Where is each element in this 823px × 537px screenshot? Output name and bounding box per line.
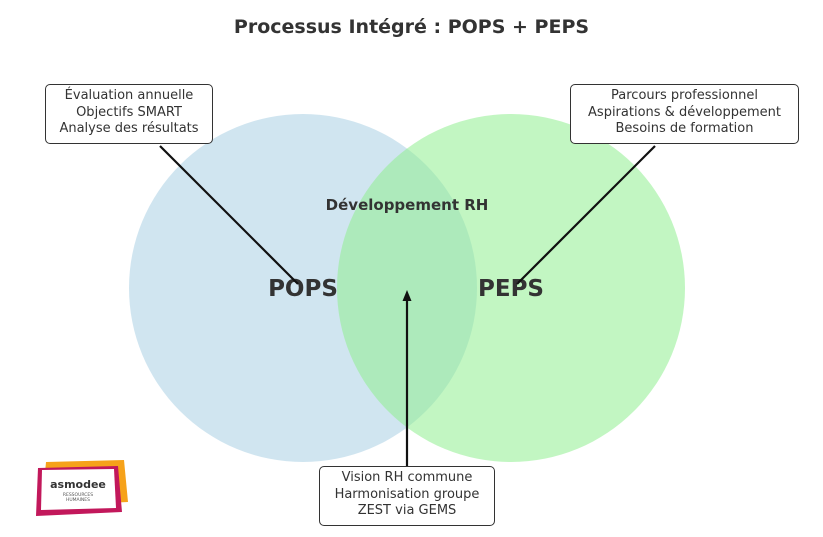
pops-label: POPS (268, 276, 338, 302)
pops-note-line: Objectifs SMART (76, 104, 182, 120)
common-note-line: ZEST via GEMS (357, 503, 457, 518)
logo-frame-front (41, 469, 116, 510)
asmodee-logo: asmodee RESSOURCES HUMAINES (36, 460, 128, 516)
logo-subtitle-1: RESSOURCES (63, 492, 93, 498)
pops-connector (159, 145, 299, 285)
peps-note-line: Besoins de formation (615, 121, 754, 136)
common-note-line: Harmonisation groupe (334, 486, 480, 502)
pops-note-line: Analyse des résultats (59, 121, 199, 136)
pops-note-line: Évaluation annuelle (64, 88, 194, 103)
pops-annotation-box: Évaluation annuelle Objectifs SMART Anal… (45, 84, 213, 144)
overlap-label: Développement RH (326, 196, 489, 214)
common-annotation-box: Vision RH commune Harmonisation groupe Z… (319, 466, 495, 526)
peps-annotation-box: Parcours professionnel Aspirations & dév… (570, 84, 799, 144)
peps-note-line: Parcours professionnel (611, 88, 758, 103)
arrow-head (402, 290, 412, 301)
peps-note-line: Aspirations & développement (588, 104, 781, 120)
logo-subtitle-2: HUMAINES (66, 497, 90, 503)
logo-brand: asmodee (50, 478, 106, 491)
common-note-line: Vision RH commune (341, 470, 473, 485)
peps-circle (337, 114, 685, 462)
peps-connector (516, 145, 656, 285)
diagram-title: Processus Intégré : POPS + PEPS (233, 16, 590, 38)
peps-label: PEPS (478, 276, 544, 302)
